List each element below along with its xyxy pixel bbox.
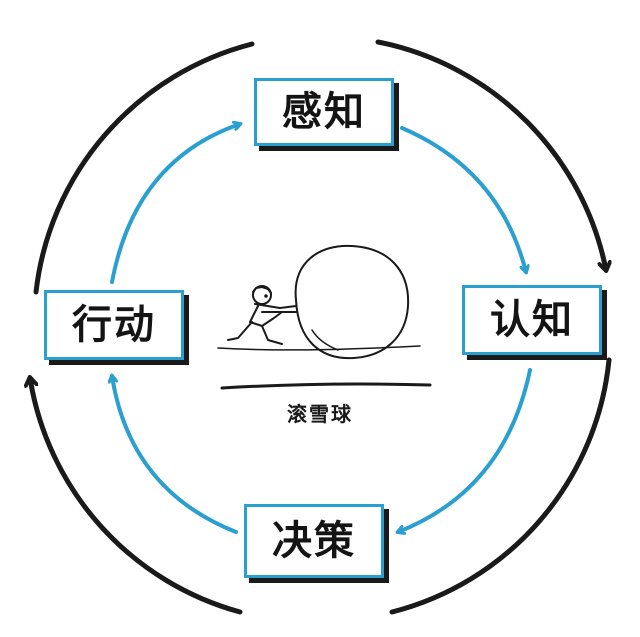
outer-arc-bottom-right [389, 357, 612, 615]
node-decision: 决策 [244, 504, 384, 578]
outer-arc-top-left [33, 41, 255, 295]
inner-arrow-perception-to-cognition [400, 126, 526, 272]
inner-arrow-cognition-to-decision [398, 368, 532, 532]
inner-arrow-decision-to-action [112, 376, 238, 534]
node-action: 行动 [44, 290, 184, 360]
node-perception: 感知 [254, 78, 394, 146]
person-pushing-snowball-illustration [217, 244, 432, 390]
outer-arc-right [375, 39, 606, 270]
inner-arrow-action-to-perception [110, 124, 240, 284]
illustration-caption: 滚雪球 [287, 402, 353, 426]
node-label-decision: 决策 [272, 518, 356, 564]
node-cognition: 认知 [462, 285, 602, 355]
node-label-cognition: 认知 [490, 297, 574, 343]
node-label-perception: 感知 [282, 89, 366, 135]
node-label-action: 行动 [72, 302, 156, 348]
outer-arc-left [30, 378, 243, 615]
